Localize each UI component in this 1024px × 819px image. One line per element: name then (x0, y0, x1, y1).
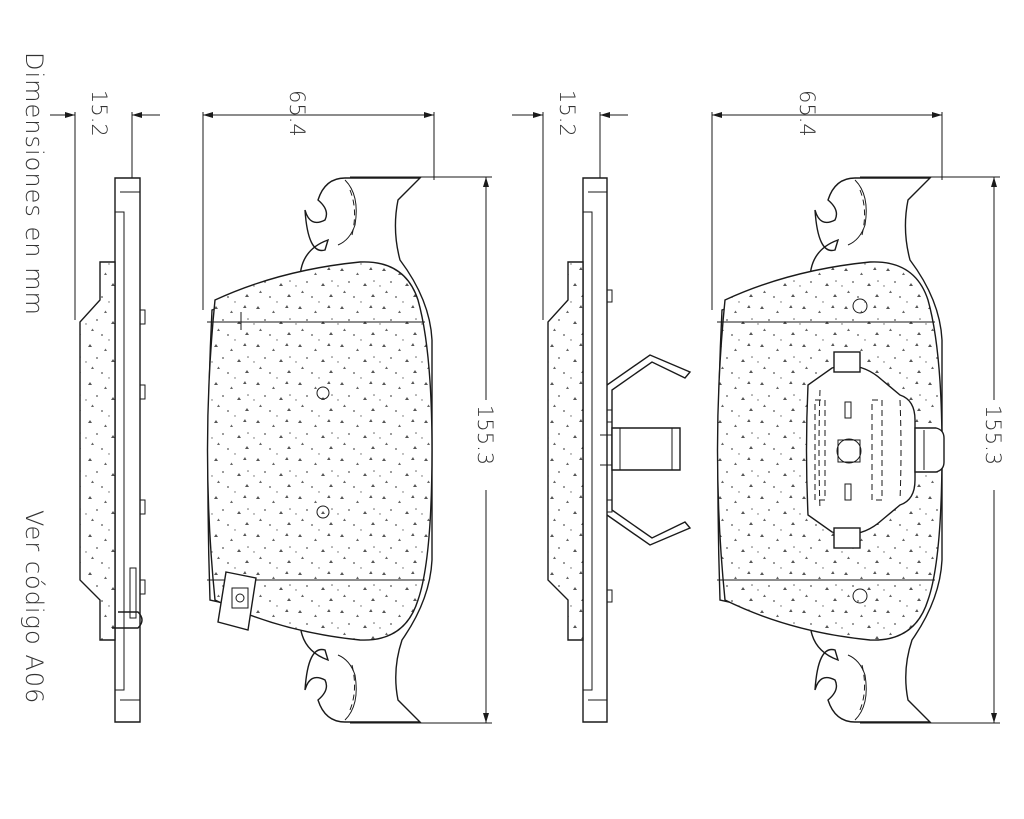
left-thickness-label: 15.2 (87, 90, 111, 137)
code-note: Ver código A06 (20, 510, 48, 704)
right-front-view: 65.4 155.3 (711, 90, 1005, 724)
left-front-view: 65.4 155.3 (202, 90, 497, 724)
units-note: Dimensiones en mm (20, 52, 48, 316)
right-side-view: 15.2 (512, 90, 692, 723)
right-thickness-label: 15.2 (555, 90, 579, 137)
left-side-view: 15.2 (50, 90, 160, 723)
units-note-text: Dimensiones en mm (20, 52, 48, 316)
left-height-label: 155.3 (473, 405, 497, 465)
code-note-text: Ver código A06 (20, 510, 48, 704)
right-width-label: 65.4 (795, 90, 819, 137)
right-height-label: 155.3 (981, 405, 1005, 465)
left-width-label: 65.4 (285, 90, 309, 137)
